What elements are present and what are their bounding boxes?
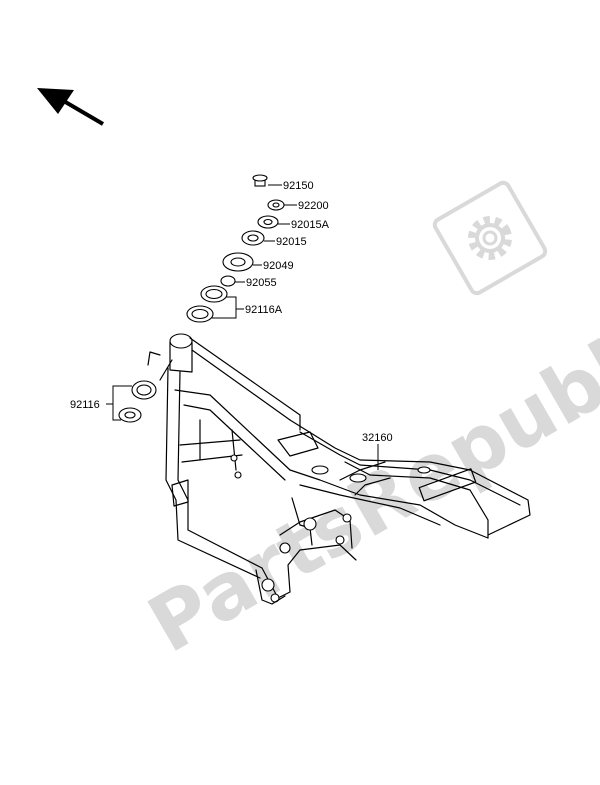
gear-icon xyxy=(432,180,548,296)
part-92049-seal xyxy=(222,252,262,272)
front-arrow-icon xyxy=(37,88,105,126)
label-92015: 92015 xyxy=(276,236,307,248)
part-92116-bearing xyxy=(106,380,157,423)
part-92015a-nut xyxy=(257,215,290,229)
part-92150-bolt xyxy=(252,174,282,187)
label-92150: 92150 xyxy=(283,180,314,192)
part-92116a-bearing xyxy=(186,285,244,323)
label-92049: 92049 xyxy=(263,260,294,272)
label-92116a: 92116A xyxy=(245,304,283,316)
label-92116: 92116 xyxy=(70,399,100,411)
part-92015-nut xyxy=(241,230,275,246)
watermark-text: PartsRepublik xyxy=(134,284,600,671)
part-92200-washer xyxy=(267,199,297,211)
label-92055: 92055 xyxy=(246,277,277,289)
label-92200: 92200 xyxy=(298,200,329,212)
label-32160: 32160 xyxy=(362,432,393,444)
part-92055-oring xyxy=(220,275,245,287)
frame-32160 xyxy=(147,333,531,605)
label-92015a: 92015A xyxy=(291,219,330,231)
watermark: PartsRepublik xyxy=(134,180,600,671)
part-labels: 92150 92200 92015A 92015 92049 92055 921… xyxy=(70,180,393,444)
